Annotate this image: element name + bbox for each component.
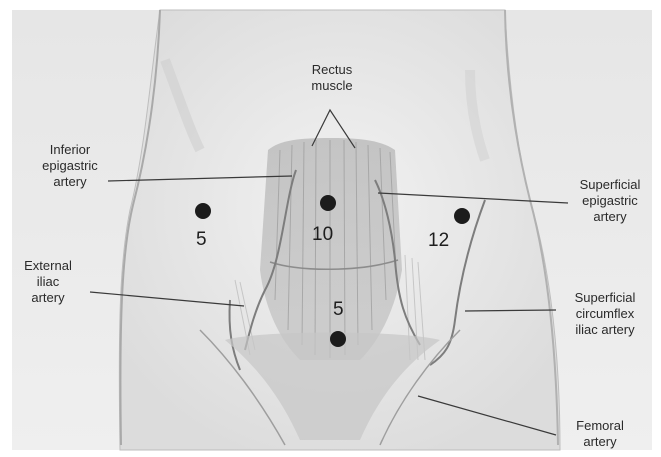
label-line: Inferior	[20, 142, 120, 158]
label-line: epigastric	[20, 158, 120, 174]
label-line: Superficial	[555, 290, 655, 306]
label-external-iliac-artery: External iliac artery	[8, 258, 88, 306]
port-number-umbilical: 10	[312, 225, 333, 245]
label-line: epigastric	[565, 193, 655, 209]
port-number-suprapubic: 5	[333, 300, 344, 320]
port-marker-left-lateral	[454, 208, 470, 224]
label-femoral-artery: Femoral artery	[560, 418, 640, 450]
label-line: artery	[8, 290, 88, 306]
label-line: Superficial	[565, 177, 655, 193]
label-line: Femoral	[560, 418, 640, 434]
port-marker-suprapubic	[330, 331, 346, 347]
label-line: iliac artery	[555, 322, 655, 338]
label-line: muscle	[298, 78, 366, 94]
label-line: artery	[20, 174, 120, 190]
port-marker-umbilical	[320, 195, 336, 211]
label-line: External	[8, 258, 88, 274]
label-line: circumflex	[555, 306, 655, 322]
label-line: artery	[565, 209, 655, 225]
port-number-left-lateral: 12	[428, 231, 449, 251]
port-number-right-lateral: 5	[196, 230, 207, 250]
label-line: iliac	[8, 274, 88, 290]
label-inferior-epigastric-artery: Inferior epigastric artery	[20, 142, 120, 190]
label-rectus-muscle: Rectus muscle	[298, 62, 366, 94]
label-superficial-epigastric-artery: Superficial epigastric artery	[565, 177, 655, 225]
port-marker-right-lateral	[195, 203, 211, 219]
label-superficial-circumflex-iliac-artery: Superficial circumflex iliac artery	[555, 290, 655, 338]
label-line: Rectus	[298, 62, 366, 78]
label-line: artery	[560, 434, 640, 450]
